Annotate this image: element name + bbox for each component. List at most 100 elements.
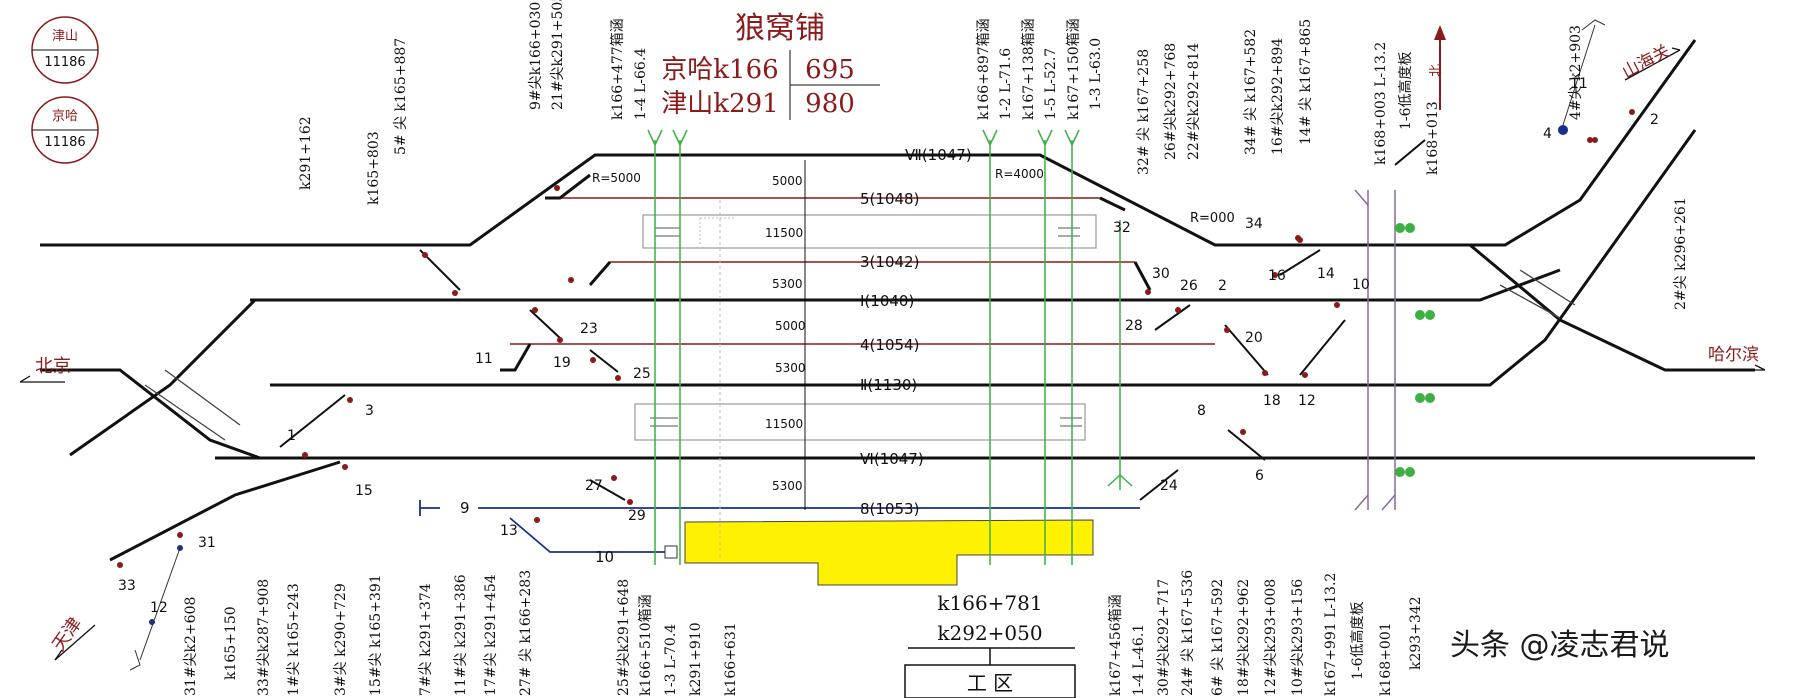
turnout-24: 24 [1160, 478, 1178, 494]
turnout-12-left: 12 [150, 600, 168, 616]
platform-lower [634, 403, 1086, 441]
radius-right: R=000 [1190, 211, 1235, 226]
spacing-3: 5300 [772, 277, 803, 291]
bottom-label-5: 15#尖 k165+391 [368, 574, 384, 696]
turnout-25: 25 [633, 366, 651, 382]
top-label-6: 1-4 L-66.4 [633, 48, 649, 120]
top-label-8: 1-2 L-71.6 [998, 48, 1014, 120]
turnout-29: 29 [628, 508, 646, 524]
top-kilometer-labels: k291+162 k165+803 5# 尖 k165+887 9#尖k166+030… [298, 0, 1689, 310]
turnout-27: 27 [585, 478, 603, 494]
label-track-4: 4(1054) [860, 336, 919, 354]
turnout-14: 14 [1317, 266, 1335, 282]
blue-signal-markers [129, 19, 1606, 671]
track-8-9 [419, 500, 1140, 553]
top-label-2: 5# 尖 k165+887 [393, 38, 409, 155]
turnout-28: 28 [1125, 318, 1143, 334]
bottom-label-1: k165+150 [223, 606, 239, 680]
bottom-label-24: 1-6低高度板 [1349, 601, 1366, 680]
label-track-3: 3(1042) [860, 253, 919, 271]
turnout-32: 32 [1113, 220, 1131, 236]
label-track-7: Ⅶ(1047) [905, 146, 972, 164]
label-track-1: Ⅰ(1040) [860, 292, 914, 310]
bottom-label-9: 27# 尖 k166+283 [518, 570, 534, 696]
badge-jingha: 京哈 11186 [31, 96, 99, 164]
top-label-19: k168+003 L-13.2 [1373, 42, 1389, 165]
turnout-30: 30 [1152, 266, 1170, 282]
top-label-5: k166+477箱涵 [610, 18, 626, 120]
top-label-17: 16#尖k292+894 [1270, 38, 1286, 155]
badge-jingha-bottom: 11186 [44, 135, 85, 150]
bottom-label-26: k293+342 [1408, 596, 1424, 670]
turnout-dots [117, 109, 1635, 568]
bottom-label-22: 10#尖k293+156 [1290, 579, 1306, 696]
label-track-10: 10 [595, 548, 614, 566]
signals [1395, 223, 1435, 477]
turnout-8: 8 [1197, 403, 1206, 419]
badge-jinshan-bottom: 11186 [44, 55, 85, 70]
top-label-3: 9#尖k166+030 [528, 2, 544, 110]
top-label-14: 26#尖k292+768 [1163, 43, 1179, 160]
culvert-lines [654, 140, 1121, 565]
track-1 [250, 268, 1561, 302]
turnout-33: 33 [118, 578, 136, 594]
top-label-22: 4#尖 k2+903 [1568, 25, 1584, 120]
badge-jinshan: 津山 11186 [31, 16, 99, 84]
turnout-numbers: 1 3 11 19 23 25 27 29 13 15 31 33 12 32 … [118, 76, 1659, 616]
top-label-15: 22#尖k292+814 [1186, 43, 1202, 160]
bottom-label-19: 6# 尖 k167+592 [1210, 579, 1226, 696]
label-track-5: 5(1048) [860, 190, 919, 208]
siding-tracks [510, 197, 1215, 345]
center-k1: k166+781 [937, 591, 1042, 615]
track-beijing-diag2 [40, 368, 261, 460]
turnout-19: 19 [553, 355, 571, 371]
top-label-1: k165+803 [366, 131, 382, 205]
bridge-crossing [144, 269, 1576, 441]
bottom-label-23: k167+991 L-13.2 [1323, 573, 1339, 696]
track-beijing-diag [69, 298, 257, 457]
badge-jingha-top: 京哈 [52, 109, 78, 124]
spacing-4: 5000 [775, 319, 806, 333]
work-area-label: 工 区 [967, 671, 1013, 695]
turnout-2-right: 2 [1650, 112, 1659, 128]
direction-shanhaiguan: 山海关 [1619, 41, 1673, 83]
turnout-16: 16 [1268, 268, 1286, 284]
bottom-label-21: 12#尖k293+008 [1263, 579, 1279, 696]
bottom-label-20: 18#尖k292+962 [1236, 579, 1252, 696]
turnout-26: 26 [1180, 278, 1198, 294]
spacing-6: 11500 [765, 417, 803, 431]
top-label-21: k168+013 [1425, 101, 1441, 175]
turnout-12: 12 [1298, 393, 1316, 409]
turnout-31: 31 [198, 535, 216, 551]
watermark: 头条 @凌志君说 [1450, 628, 1670, 663]
bottom-label-8: 17#尖 k291+454 [483, 574, 499, 696]
top-label-0: k291+162 [298, 116, 314, 190]
top-label-20: 1-6低高度板 [1397, 51, 1414, 130]
direction-arrows [19, 47, 1766, 661]
station-name: 狼窝铺 [735, 11, 825, 46]
turnout-18: 18 [1263, 393, 1281, 409]
badge-jinshan-top: 津山 [52, 29, 78, 44]
turnout-4: 4 [1543, 126, 1552, 142]
main-tracks [40, 39, 1755, 562]
bottom-label-0: 31#尖k2+608 [183, 597, 199, 696]
top-label-10: 1-5 L-52.7 [1043, 48, 1059, 120]
turnout-20: 20 [1245, 330, 1263, 346]
top-label-4: 21#尖k291+505 [550, 0, 566, 110]
top-label-9: k167+138箱涵 [1021, 18, 1037, 120]
bottom-label-10: 25#尖k291+648 [616, 579, 632, 696]
station-line2-val: 980 [805, 89, 855, 119]
spacing-labels: 5000 11500 5300 5000 5300 11500 5300 [765, 174, 806, 493]
top-label-12: 1-3 L-63.0 [1088, 38, 1104, 110]
turnout-6: 6 [1255, 468, 1264, 484]
turnout-11-right: 11 [1570, 76, 1588, 92]
label-track-6: Ⅵ(1047) [860, 450, 924, 468]
direction-north: 北 [1429, 64, 1444, 77]
station-line2: 津山k291 [661, 89, 778, 119]
bottom-label-15: k167+456箱涵 [1108, 594, 1124, 696]
track-2 [270, 129, 1697, 387]
label-track-9: 9 [460, 499, 470, 517]
bottom-label-4: 3#尖 k290+729 [333, 583, 349, 696]
top-label-11: k167+150箱涵 [1066, 18, 1082, 120]
